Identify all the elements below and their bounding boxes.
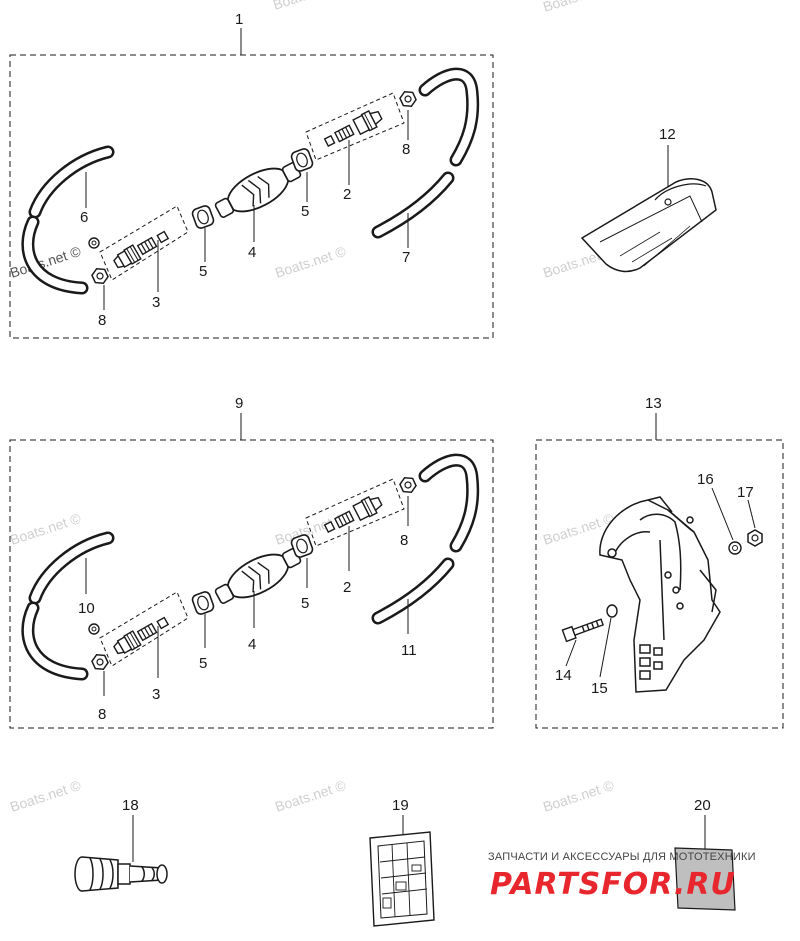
- callout-8: 8: [402, 141, 410, 158]
- watermark: Boats.net ©: [273, 243, 348, 281]
- callout-5: 5: [199, 655, 207, 672]
- callout-3: 3: [152, 294, 160, 311]
- promo-banner: ЗАПЧАСТИ И АКСЕССУАРЫ ДЛЯ МОТОТЕХНИКИ PA…: [488, 851, 756, 902]
- callout-6: 6: [80, 209, 88, 226]
- callout-8: 8: [98, 706, 106, 723]
- promo-tagline: ЗАПЧАСТИ И АКСЕССУАРЫ ДЛЯ МОТОТЕХНИКИ: [488, 851, 756, 863]
- callout-1: 1: [235, 11, 243, 28]
- watermark: Boats.net ©: [541, 777, 616, 815]
- callout-16: 16: [697, 471, 714, 488]
- kit-1: 1 6 8 3 5 4 5 2 8 7: [9, 11, 494, 339]
- callout-5: 5: [301, 203, 309, 220]
- callout-8: 8: [98, 312, 106, 329]
- kit-9: 9 10 8 3 5 4 5 2 8 11: [9, 395, 494, 729]
- callout-17: 17: [737, 484, 754, 501]
- washer: [728, 541, 742, 555]
- washer: [606, 604, 618, 618]
- kit-9-frame: [9, 439, 494, 729]
- callout-5: 5: [199, 263, 207, 280]
- part-20-plate: 20: [674, 797, 736, 911]
- callout-18: 18: [122, 797, 139, 814]
- callout-10: 10: [78, 600, 95, 617]
- watermark: Boats.net ©: [273, 777, 348, 815]
- watermark: Boats.net ©: [271, 0, 346, 13]
- callout-4: 4: [248, 636, 256, 653]
- callout-5: 5: [301, 595, 309, 612]
- watermark: Boats.net ©: [8, 510, 83, 548]
- watermark: Boats.net ©: [8, 777, 83, 815]
- watermark: Boats.net ©: [541, 0, 616, 15]
- kit-1-frame: [9, 54, 494, 339]
- part-19-decal: 19: [369, 797, 435, 927]
- callout-14: 14: [555, 667, 572, 684]
- watermarks: Boats.net © Boats.net © Boats.net © Boat…: [8, 0, 616, 815]
- callout-8: 8: [400, 532, 408, 549]
- callout-20: 20: [694, 797, 711, 814]
- callout-12: 12: [659, 126, 676, 143]
- callout-11: 11: [401, 642, 417, 659]
- fuel-line-assembly: [28, 74, 473, 310]
- callout-2: 2: [343, 186, 351, 203]
- callout-7: 7: [402, 249, 410, 266]
- part-12-pouch: 12: [580, 126, 717, 273]
- callout-2: 2: [343, 579, 351, 596]
- promo-brand: PARTSFOR.RU: [490, 867, 736, 902]
- fuel-line-assembly: [28, 460, 473, 696]
- bracket: [599, 496, 721, 693]
- callout-9: 9: [235, 395, 243, 412]
- callout-15: 15: [591, 680, 608, 697]
- part-18-adapter: 18: [74, 797, 168, 892]
- callout-4: 4: [248, 244, 256, 261]
- callout-3: 3: [152, 686, 160, 703]
- kit-13: 13: [535, 395, 784, 729]
- callout-13: 13: [645, 395, 662, 412]
- callout-19: 19: [392, 797, 409, 814]
- kit-13-frame: [535, 439, 784, 729]
